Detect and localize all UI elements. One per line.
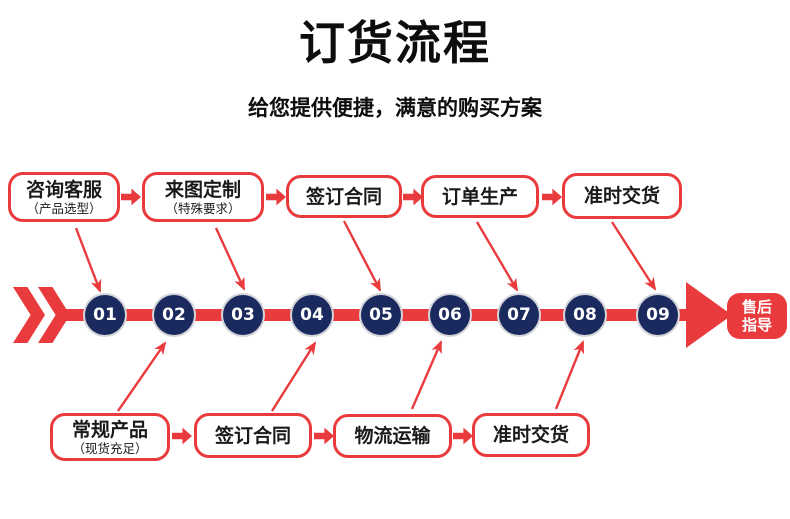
step-box-consult-service: 咨询客服 （产品选型）	[8, 172, 120, 222]
arrow-right-icon	[403, 188, 423, 206]
after-sales-badge: 售后 指导	[727, 293, 787, 339]
step-box-on-time-delivery-top: 准时交货	[562, 173, 682, 219]
step-box-label: 咨询客服	[25, 178, 102, 201]
page-title: 订货流程	[299, 16, 491, 70]
timeline-step-09: 09	[638, 295, 678, 335]
step-box-sign-contract-bottom: 签订合同	[194, 413, 312, 458]
timeline-step-06: 06	[430, 295, 470, 335]
timeline-step-08: 08	[565, 295, 605, 335]
step-box-label: 常规产品	[71, 418, 148, 441]
step-box-sublabel: （特殊要求）	[165, 200, 241, 216]
arrow-right-icon	[172, 427, 192, 445]
step-box-sublabel: （现货充足）	[72, 440, 148, 456]
step-box-label: 签订合同	[305, 185, 382, 208]
timeline-step-04: 04	[292, 295, 332, 335]
chevron-right-icon	[13, 287, 45, 343]
arrow-right-icon	[453, 427, 473, 445]
step-box-custom-drawing: 来图定制 （特殊要求）	[142, 172, 264, 222]
step-box-label: 准时交货	[583, 185, 660, 207]
arrow-right-icon	[314, 427, 334, 445]
after-sales-badge-line1: 售后	[741, 298, 772, 316]
arrow-right-icon	[542, 188, 562, 206]
page-subtitle: 给您提供便捷，满意的购买方案	[248, 96, 542, 120]
step-box-logistics: 物流运输	[333, 414, 452, 458]
timeline-arrowhead-icon	[686, 282, 732, 348]
timeline-step-07: 07	[499, 295, 539, 335]
step-box-regular-product: 常规产品 （现货充足）	[50, 413, 170, 461]
arrow-right-icon	[266, 188, 286, 206]
step-box-label: 签订合同	[214, 424, 291, 447]
step-box-order-production: 订单生产	[421, 175, 539, 218]
step-box-label: 物流运输	[354, 425, 431, 447]
step-box-label: 来图定制	[164, 178, 241, 201]
step-box-sublabel: （产品选型）	[26, 200, 102, 216]
timeline-step-03: 03	[223, 295, 263, 335]
step-box-sign-contract-top: 签订合同	[286, 175, 402, 218]
step-box-label: 订单生产	[441, 185, 518, 208]
timeline-step-02: 02	[154, 295, 194, 335]
after-sales-badge-line2: 指导	[741, 316, 772, 334]
arrow-right-icon	[121, 188, 141, 206]
step-box-label: 准时交货	[492, 424, 569, 446]
step-box-on-time-delivery-bottom: 准时交货	[472, 413, 590, 457]
timeline-step-01: 01	[85, 295, 125, 335]
timeline-step-05: 05	[361, 295, 401, 335]
